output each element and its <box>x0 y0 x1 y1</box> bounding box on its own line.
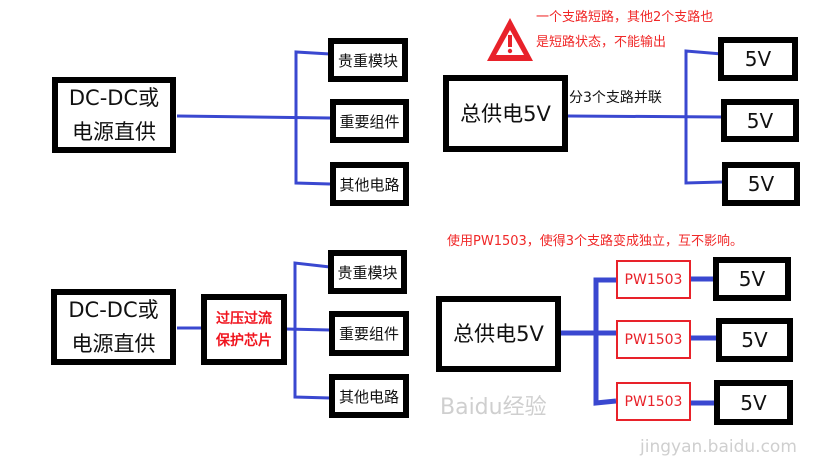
source-line-1: DC-DC或 <box>68 298 159 322</box>
output-5v-1: 5V <box>713 257 791 301</box>
wire-top-right-main <box>567 114 723 119</box>
warning-note: 一个支路短路，其他2个支路也是短路状态，不能输出 <box>536 10 714 50</box>
load-important-component: 重要组件 <box>330 99 409 143</box>
wire-top-right-bus <box>684 49 723 185</box>
output-5v-2: 5V <box>721 99 799 142</box>
wire-bottom-right-bus <box>593 277 617 406</box>
power-source-box: DC-DC或电源直供 <box>51 289 176 365</box>
output-5v-3: 5V <box>714 380 793 425</box>
watermark-brand: Baidu经验 <box>440 395 547 420</box>
power-source-box: DC-DC或电源直供 <box>52 77 176 153</box>
output-5v-2: 5V <box>716 318 793 362</box>
output-5v-3: 5V <box>722 162 800 206</box>
warning-triangle-icon <box>487 18 533 61</box>
pw1503-chip-1: PW1503 <box>616 260 691 299</box>
load-other-circuit: 其他电路 <box>329 374 409 418</box>
output-5v-1: 5V <box>718 37 798 81</box>
pw1503-chip-3: PW1503 <box>616 382 691 421</box>
load-important-component: 重要组件 <box>329 311 409 356</box>
branch-label: 分3个支路并联 <box>569 90 662 106</box>
wire-top-left-bus <box>294 50 331 186</box>
total-supply-box: 总供电5V <box>443 75 568 152</box>
source-line-1: DC-DC或 <box>68 86 160 110</box>
wire-bottom-left-bus <box>293 261 331 400</box>
load-precious-module: 贵重模块 <box>328 250 407 294</box>
load-precious-module: 贵重模块 <box>328 38 408 82</box>
source-line-2: 电源直供 <box>71 332 156 356</box>
load-other-circuit: 其他电路 <box>330 162 409 206</box>
wire-bottom-left-main <box>285 327 331 332</box>
source-line-2: 电源直供 <box>72 120 156 144</box>
watermark-url: jingyan.baidu.com <box>640 437 797 457</box>
pw1503-chip-2: PW1503 <box>616 320 691 359</box>
solution-note: 使用PW1503，使得3个支路变成独立，互不影响。 <box>447 234 744 249</box>
wire-top-left-main <box>176 114 331 120</box>
protection-chip-box: 过压过流保护芯片 <box>201 294 287 365</box>
total-supply-box: 总供电5V <box>436 296 561 372</box>
